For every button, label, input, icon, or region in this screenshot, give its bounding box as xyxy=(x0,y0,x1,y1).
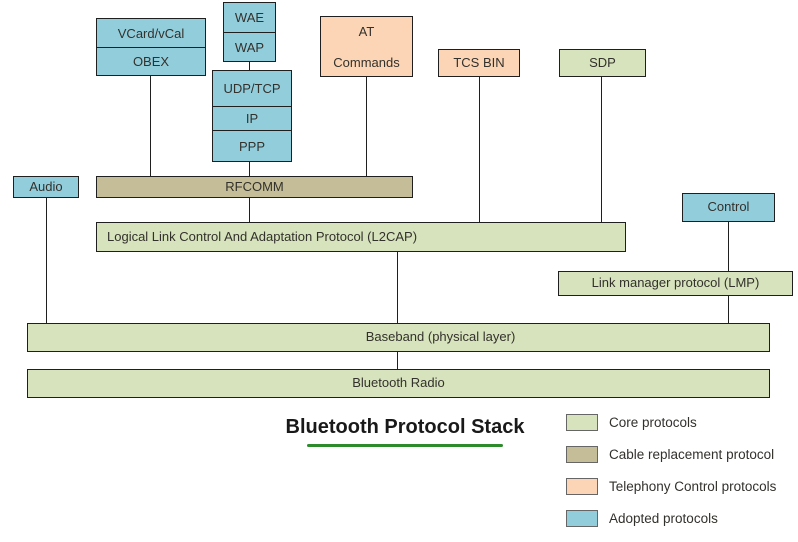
legend-label-core: Core protocols xyxy=(609,415,697,430)
box-audio: Audio xyxy=(13,176,79,198)
at-commands-line1: AT xyxy=(358,24,375,39)
legend: Core protocols Cable replacement protoco… xyxy=(566,414,776,542)
box-rfcomm: RFCOMM xyxy=(96,176,413,198)
box-obex: OBEX xyxy=(97,47,205,75)
legend-swatch-telephony xyxy=(566,478,598,495)
legend-swatch-cable-replacement xyxy=(566,446,598,463)
connector-l2cap-baseband xyxy=(397,251,398,324)
connector-ppp-rfcomm xyxy=(249,161,250,177)
vcard-obex-stack: VCard/vCal OBEX xyxy=(96,18,206,76)
box-udp-tcp: UDP/TCP xyxy=(213,71,291,106)
box-ppp: PPP xyxy=(213,130,291,161)
legend-swatch-adopted xyxy=(566,510,598,527)
box-wap: WAP xyxy=(224,32,275,61)
title-underline xyxy=(307,444,503,447)
box-tcs-bin: TCS BIN xyxy=(438,49,520,77)
connector-baseband-radio xyxy=(397,351,398,370)
legend-label-telephony: Telephony Control protocols xyxy=(609,479,777,494)
box-baseband: Baseband (physical layer) xyxy=(27,323,770,352)
legend-label-cable-replacement: Cable replacement protocol xyxy=(609,447,775,462)
legend-row-telephony: Telephony Control protocols xyxy=(566,478,776,495)
connector-at-rfcomm xyxy=(366,76,367,177)
legend-label-adopted: Adopted protocols xyxy=(609,511,718,526)
box-bluetooth-radio: Bluetooth Radio xyxy=(27,369,770,398)
connector-tcsbin-l2cap xyxy=(479,76,480,223)
title-block: Bluetooth Protocol Stack xyxy=(280,416,530,447)
legend-row-cable-replacement: Cable replacement protocol xyxy=(566,446,776,463)
connector-rfcomm-l2cap xyxy=(249,197,250,223)
box-l2cap: Logical Link Control And Adaptation Prot… xyxy=(96,222,626,252)
box-vcard-vcal: VCard/vCal xyxy=(97,19,205,47)
connector-wap-udptcp xyxy=(249,61,250,71)
legend-row-core: Core protocols xyxy=(566,414,776,431)
box-lmp: Link manager protocol (LMP) xyxy=(558,271,793,296)
wae-wap-stack: WAE WAP xyxy=(223,2,276,62)
box-ip: IP xyxy=(213,106,291,130)
box-at-commands: AT Commands xyxy=(320,16,413,77)
box-sdp: SDP xyxy=(559,49,646,77)
connector-audio-baseband xyxy=(46,197,47,324)
udp-ip-ppp-stack: UDP/TCP IP PPP xyxy=(212,70,292,162)
connector-obex-rfcomm xyxy=(150,75,151,177)
at-commands-line2: Commands xyxy=(333,54,400,70)
connector-sdp-l2cap xyxy=(601,76,602,223)
legend-swatch-core xyxy=(566,414,598,431)
legend-row-adopted: Adopted protocols xyxy=(566,510,776,527)
diagram-title: Bluetooth Protocol Stack xyxy=(285,416,525,438)
box-control: Control xyxy=(682,193,775,222)
box-wae: WAE xyxy=(224,3,275,32)
